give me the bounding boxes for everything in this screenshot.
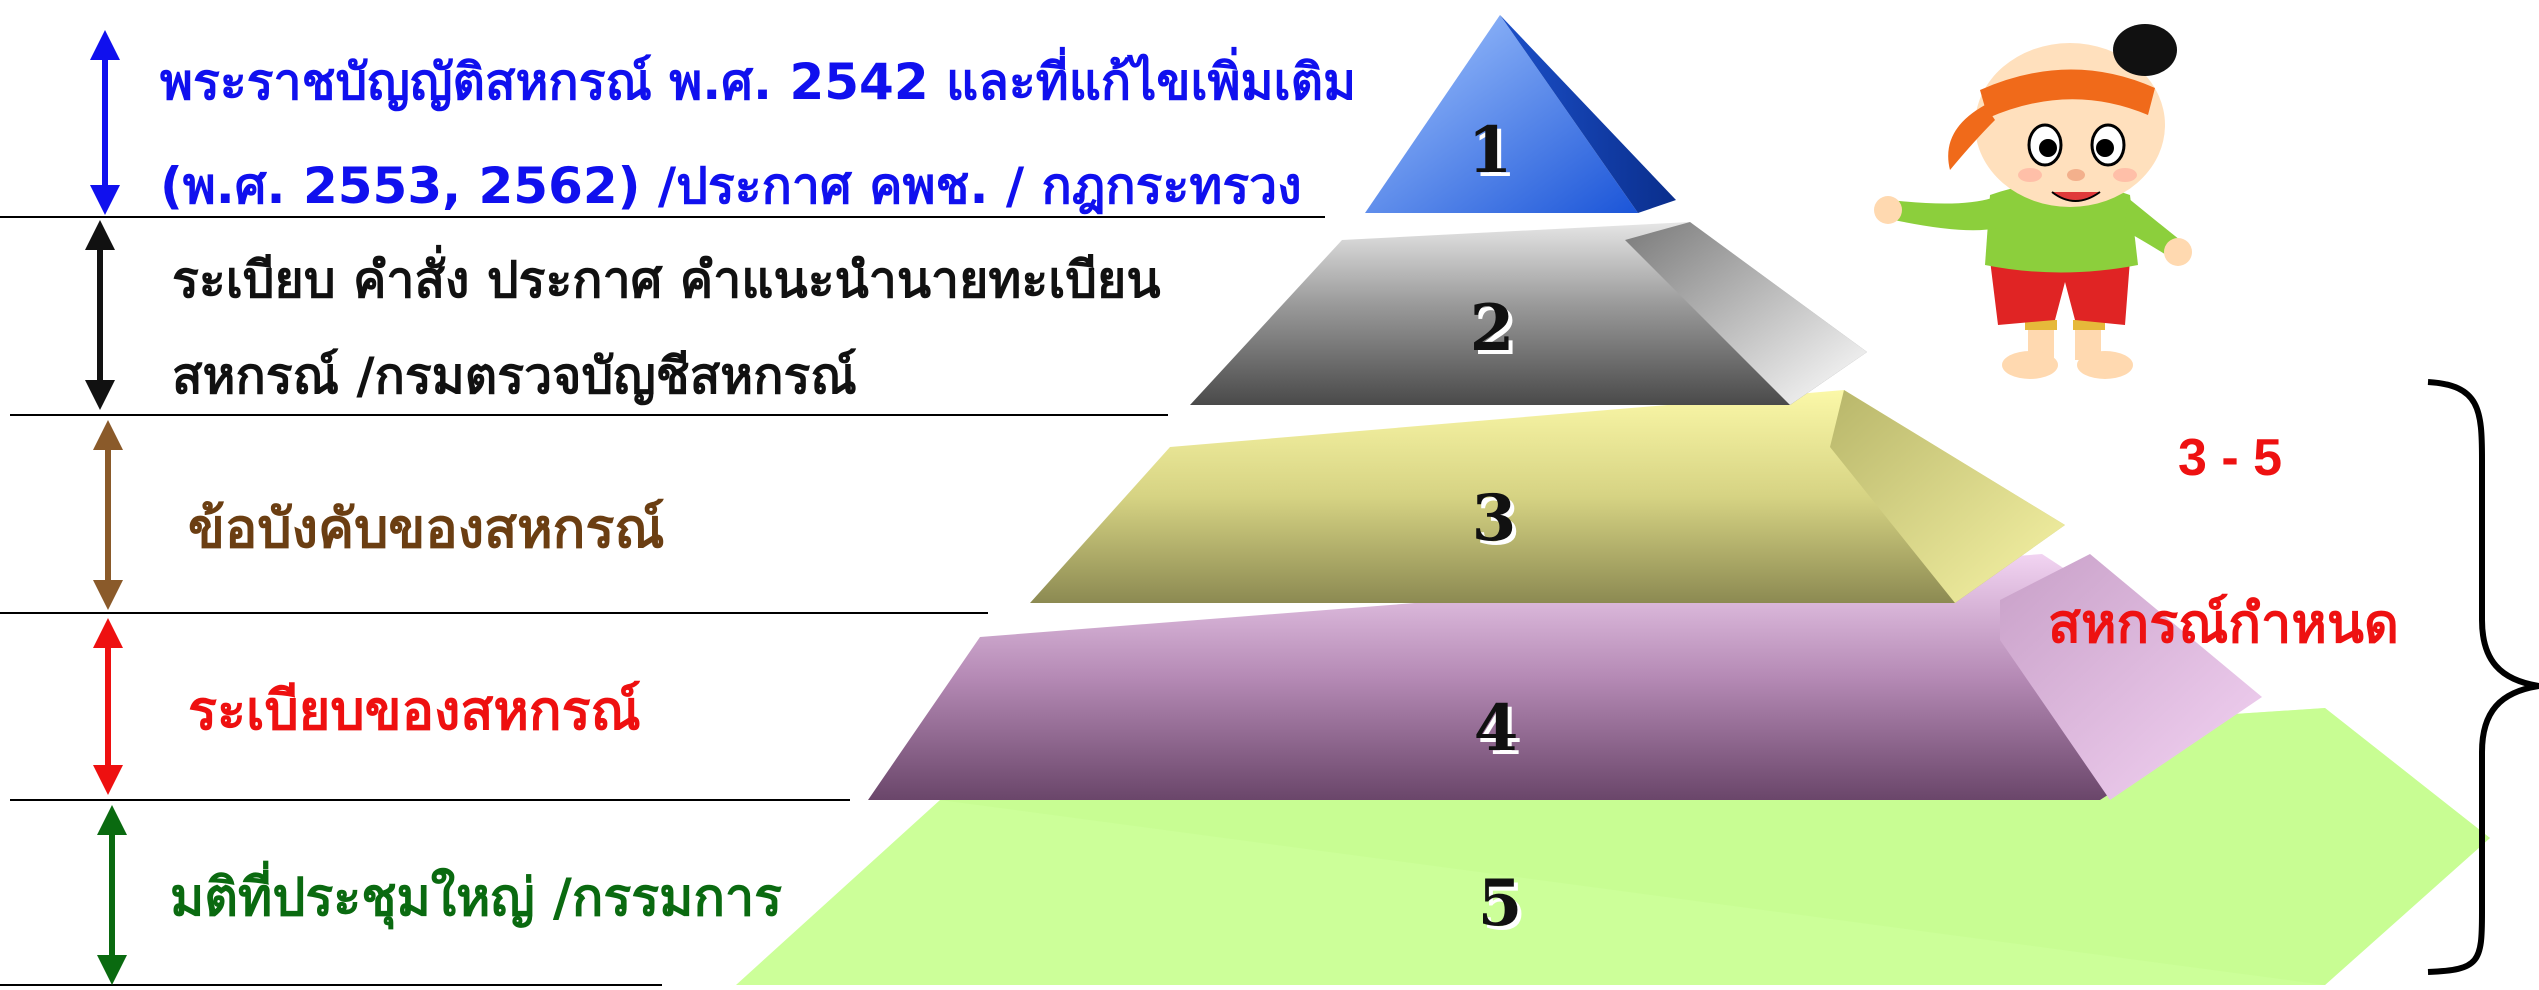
level-4-arrow-head-up: [93, 618, 123, 648]
level-4-number-shadow: 4: [1478, 695, 1523, 770]
level-5-arrow-head-up: [97, 805, 127, 835]
level-3-number: 3: [1472, 481, 1517, 556]
level-2-arrow-head-down: [85, 380, 115, 410]
level-1-label: พระราชบัญญัติสหกรณ์ พ.ศ. 2542 และที่แก้ไ…: [160, 30, 1356, 238]
level-3-label: ข้อบังคับของสหกรณ์: [188, 497, 665, 560]
pyramid-level-1: [1365, 15, 1676, 213]
level-1-arrow-head-down: [90, 185, 120, 215]
pyramid-level-2: [1190, 222, 1867, 405]
level-4-label: ระเบียบของสหกรณ์: [188, 679, 641, 742]
bracket-range-label: 3 - 5: [2178, 429, 2283, 487]
level-1-number: 1: [1468, 113, 1513, 188]
level-2-number-shadow: 2: [1474, 295, 1519, 370]
level-2-arrow-head-up: [85, 220, 115, 250]
level-2-label-line-1: ระเบียบ คำสั่ง ประกาศ คำแนะนำนายทะเบียน: [172, 251, 1161, 309]
level-5-number: 5: [1478, 866, 1523, 941]
curly-bracket: [2427, 379, 2539, 975]
level-4-number: 4: [1474, 691, 1519, 766]
bracket-note-label: สหกรณ์กำหนด: [2048, 592, 2399, 655]
level-2-label: ระเบียบ คำสั่ง ประกาศ คำแนะนำนายทะเบียน …: [172, 232, 1161, 424]
level-3-arrow-head-up: [93, 420, 123, 450]
level-1-label-line-1: พระราชบัญญัติสหกรณ์ พ.ศ. 2542 และที่แก้ไ…: [160, 53, 1357, 111]
level-1-arrow-head-up: [90, 30, 120, 60]
level-1-label-line-2: (พ.ศ. 2553, 2562) /ประกาศ คพช. / กฎกระทร…: [160, 157, 1302, 215]
pyramid-level-3: [1030, 390, 2065, 603]
level-3-number-shadow: 3: [1476, 485, 1521, 560]
pyramid-level-4: [868, 554, 2262, 800]
level-5-number-shadow: 5: [1482, 870, 1527, 945]
level-5-arrow-head-down: [97, 955, 127, 985]
level-2-label-line-2: สหกรณ์ /กรมตรวจบัญชีสหกรณ์: [172, 347, 857, 405]
thai-boy-mascot-icon: [1874, 24, 2192, 379]
level-3-arrow-head-down: [93, 580, 123, 610]
level-1-number-shadow: 1: [1472, 117, 1517, 192]
level-5-label: มติที่ประชุมใหญ่ /กรรมการ: [170, 868, 783, 928]
level-2-number: 2: [1470, 291, 1515, 366]
level-4-arrow-head-down: [93, 765, 123, 795]
